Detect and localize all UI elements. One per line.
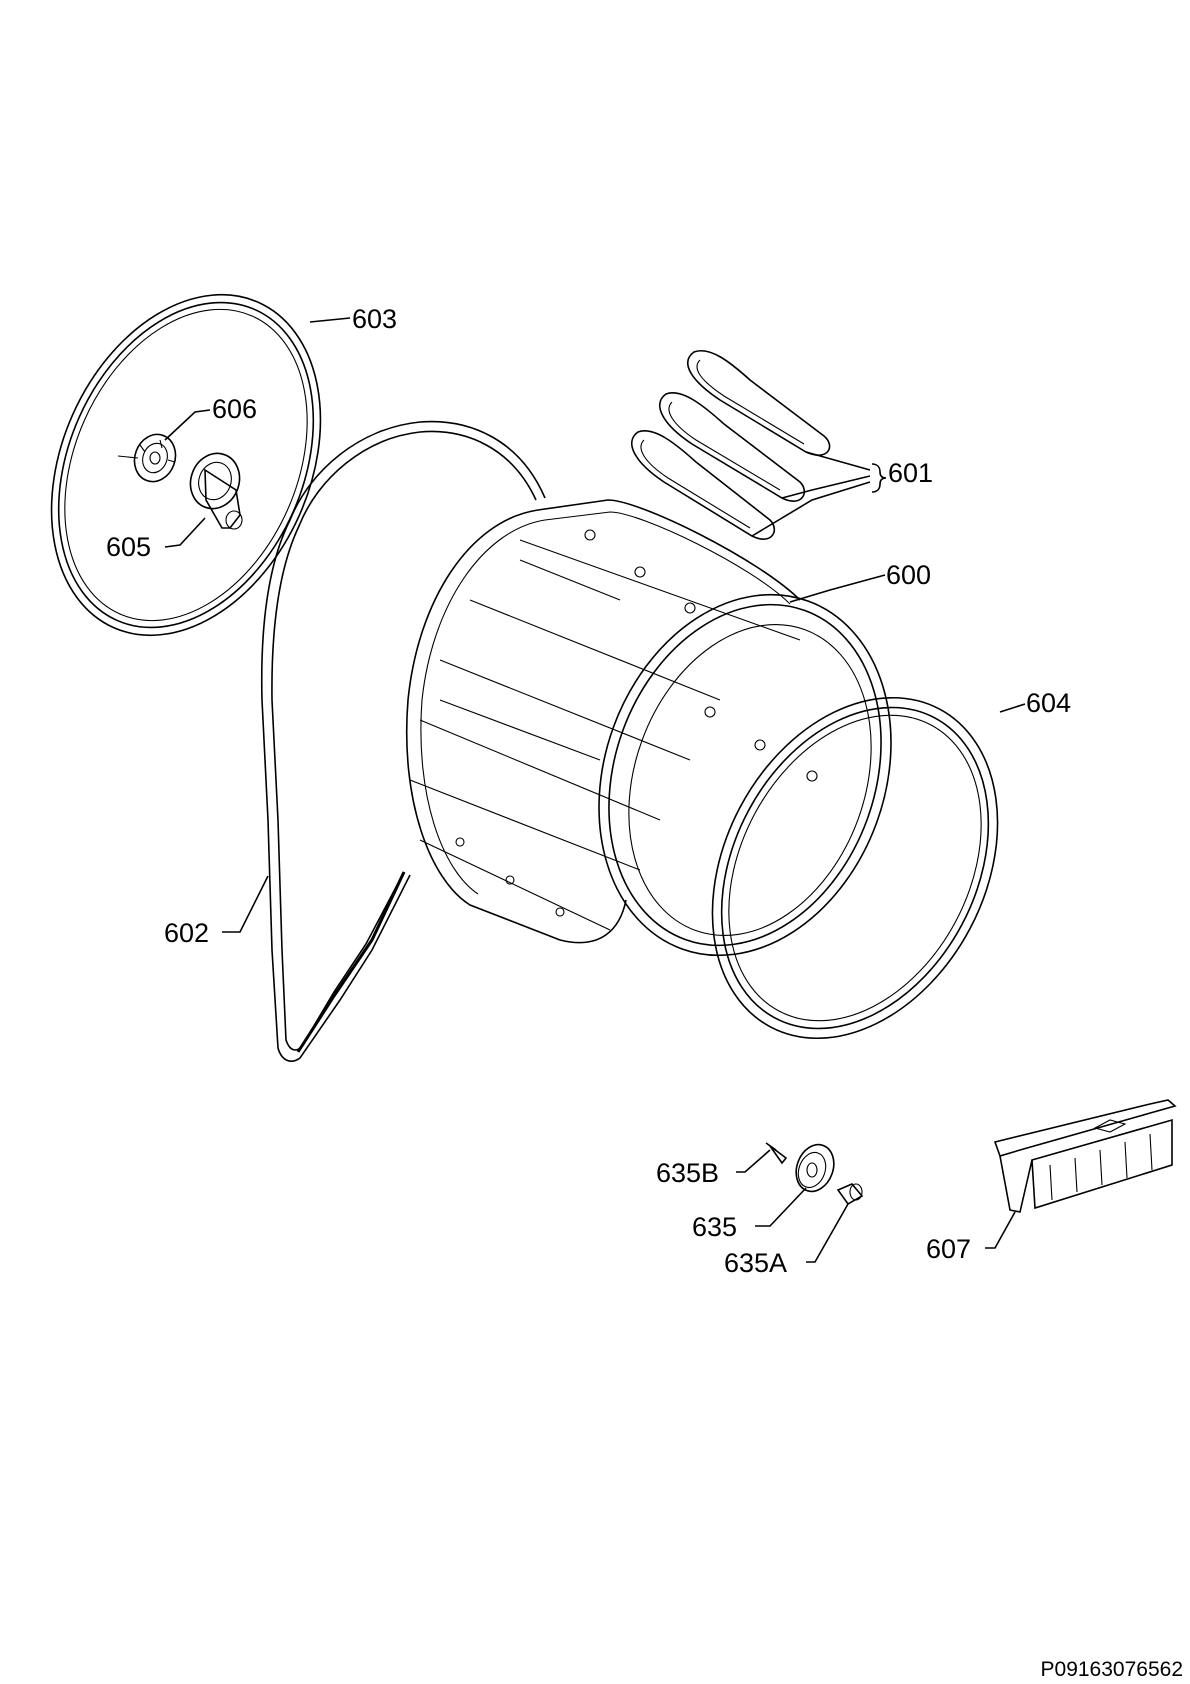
label-606: 606 — [212, 394, 257, 424]
drum-600[interactable] — [405, 499, 940, 997]
leader-635 — [755, 1187, 807, 1227]
filter-607[interactable] — [993, 1099, 1177, 1213]
leader-605 — [164, 517, 206, 548]
label-605: 605 — [106, 532, 151, 562]
leader-602 — [222, 875, 269, 933]
front-seal-604[interactable] — [656, 648, 1055, 1088]
leader-635a — [806, 1203, 849, 1263]
drum-paddles-601[interactable] — [631, 349, 887, 540]
label-601: 601 — [888, 458, 933, 488]
leader-606 — [164, 409, 211, 441]
drive-belt-602[interactable] — [260, 420, 546, 1062]
leader-635b — [736, 1149, 771, 1173]
leader-604 — [999, 703, 1026, 713]
part-labels: 603 606 605 601 600 604 602 635B 635 635… — [106, 304, 1071, 1278]
label-602: 602 — [164, 918, 209, 948]
rear-drum-cover-603[interactable] — [0, 252, 371, 678]
drawing-code: P09163076562 — [1041, 1658, 1183, 1681]
leader-607 — [985, 1211, 1016, 1249]
bearing-606[interactable] — [117, 429, 182, 488]
shaft-605[interactable] — [183, 446, 247, 530]
roller-635[interactable] — [790, 1139, 840, 1196]
label-635: 635 — [692, 1212, 737, 1242]
label-604: 604 — [1026, 688, 1071, 718]
screw-635b[interactable] — [765, 1142, 788, 1165]
label-603: 603 — [352, 304, 397, 334]
leader-603 — [309, 317, 351, 323]
leader-lines — [164, 317, 1026, 1263]
bushing-635a[interactable] — [836, 1183, 864, 1206]
label-635b: 635B — [656, 1158, 719, 1188]
label-635a: 635A — [724, 1248, 787, 1278]
label-600: 600 — [886, 560, 931, 590]
leader-600 — [789, 574, 886, 603]
label-607: 607 — [926, 1234, 971, 1264]
